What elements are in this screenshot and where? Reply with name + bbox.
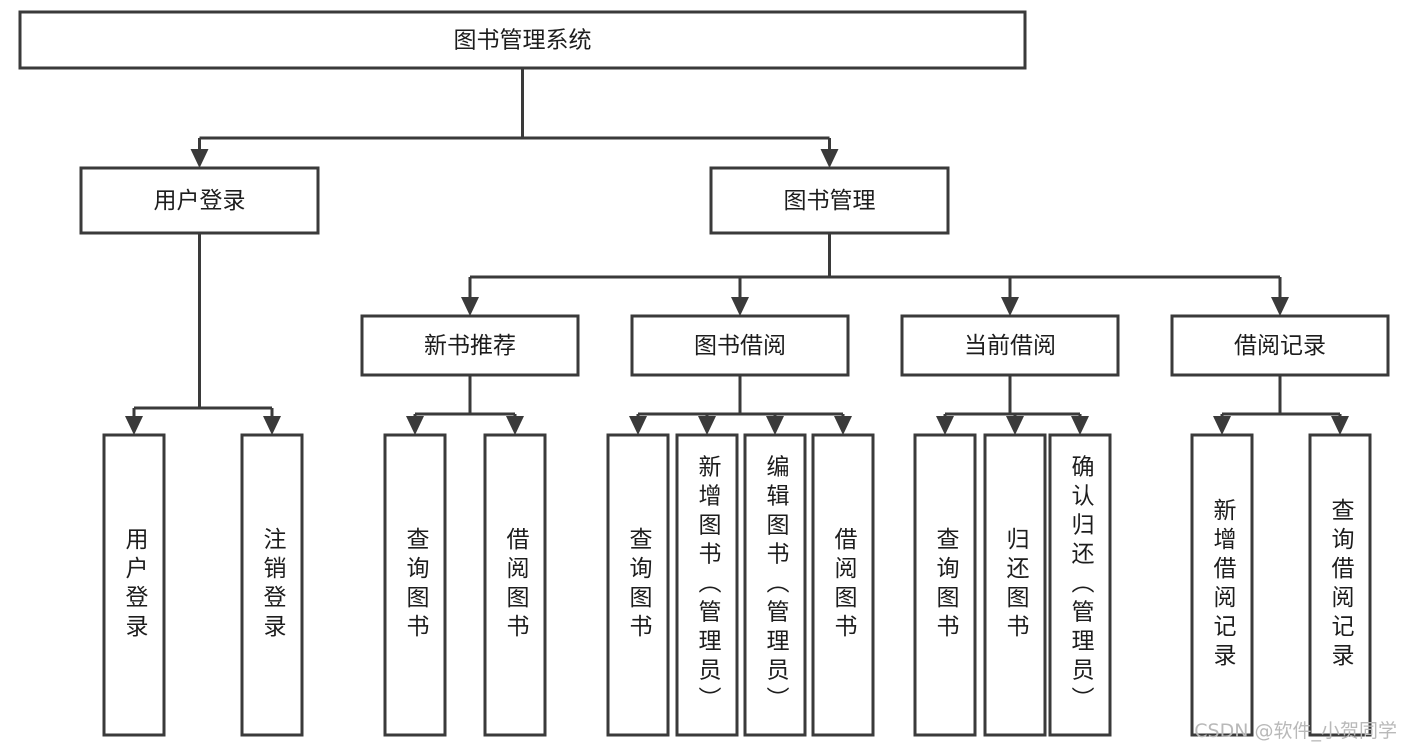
- arrow-head-icon: [1271, 297, 1289, 316]
- node-leaf-query-book-bb-rect: [606, 433, 670, 737]
- arrow-head-icon: [1006, 416, 1024, 435]
- node-leaf-add-record[interactable]: 新增借阅记录: [1190, 433, 1254, 737]
- node-leaf-borrow-book-nr-label: 借阅图书: [502, 527, 530, 643]
- node-leaf-query-book-nr-label: 查询图书: [402, 527, 430, 643]
- arrow-head-icon: [406, 416, 424, 435]
- arrow-head-icon: [190, 149, 209, 168]
- node-root-root-label: 图书管理系统: [454, 28, 592, 54]
- node-leaf-add-book[interactable]: 新增图书（管理员）: [675, 433, 739, 737]
- arrow-head-icon: [1213, 416, 1231, 435]
- node-leaf-edit-book-label: 编辑图书（管理员）: [762, 455, 790, 716]
- node-user-login-rect: [79, 166, 320, 235]
- node-leaf-query-book-cb[interactable]: 查询图书: [913, 433, 977, 737]
- node-new-book-recommend-rect: [360, 314, 580, 377]
- arrow-head-icon: [1071, 416, 1089, 435]
- node-book-borrow[interactable]: 图书借阅: [630, 314, 850, 377]
- arrow-head-icon: [629, 416, 647, 435]
- node-leaf-return-book-rect: [983, 433, 1047, 737]
- arrow-head-icon: [1001, 297, 1019, 316]
- node-book-management-rect: [709, 166, 950, 235]
- node-leaf-borrow-book-nr-rect: [483, 433, 547, 737]
- node-leaf-return-book[interactable]: 归还图书: [983, 433, 1047, 737]
- node-book-borrow-label: 图书借阅: [694, 333, 786, 359]
- arrow-head-icon: [263, 416, 281, 435]
- node-leaf-query-book-cb-label: 查询图书: [932, 527, 960, 643]
- node-leaf-borrow-book-bb[interactable]: 借阅图书: [811, 433, 875, 737]
- arrow-head-icon: [766, 416, 784, 435]
- node-leaf-borrow-book-bb-label: 借阅图书: [830, 527, 858, 643]
- arrow-head-icon: [731, 297, 749, 316]
- arrow-head-icon: [820, 149, 839, 168]
- node-leaf-edit-book[interactable]: 编辑图书（管理员）: [743, 433, 807, 737]
- arrow-head-icon: [125, 416, 143, 435]
- arrow-head-icon: [506, 416, 524, 435]
- node-user-login[interactable]: 用户登录: [79, 166, 320, 235]
- arrow-head-icon: [834, 416, 852, 435]
- node-leaf-logout-rect: [240, 433, 304, 737]
- node-leaf-query-book-nr-rect: [383, 433, 447, 737]
- arrow-head-icon: [936, 416, 954, 435]
- node-borrow-records[interactable]: 借阅记录: [1170, 314, 1390, 377]
- node-group: 图书管理系统用户登录图书管理新书推荐图书借阅当前借阅借阅记录用户登录注销登录查询…: [18, 10, 1390, 737]
- node-book-borrow-rect: [630, 314, 850, 377]
- node-book-management-label: 图书管理: [784, 188, 876, 214]
- node-new-book-recommend-label: 新书推荐: [424, 333, 516, 359]
- arrow-head-icon: [698, 416, 716, 435]
- node-leaf-logout-label: 注销登录: [259, 527, 287, 643]
- node-current-borrow[interactable]: 当前借阅: [900, 314, 1120, 377]
- node-leaf-user-login[interactable]: 用户登录: [102, 433, 166, 737]
- node-leaf-borrow-book-nr[interactable]: 借阅图书: [483, 433, 547, 737]
- node-leaf-query-book-bb[interactable]: 查询图书: [606, 433, 670, 737]
- node-current-borrow-label: 当前借阅: [964, 333, 1056, 359]
- arrow-head-icon: [1331, 416, 1349, 435]
- node-leaf-query-record[interactable]: 查询借阅记录: [1308, 433, 1372, 737]
- node-leaf-query-record-rect: [1308, 433, 1372, 737]
- connector-edges: [125, 68, 1349, 435]
- node-leaf-add-record-rect: [1190, 433, 1254, 737]
- node-leaf-query-book-nr[interactable]: 查询图书: [383, 433, 447, 737]
- node-leaf-borrow-book-bb-rect: [811, 433, 875, 737]
- node-borrow-records-rect: [1170, 314, 1390, 377]
- node-leaf-confirm-return-rect: [1048, 433, 1112, 737]
- node-leaf-user-login-label: 用户登录: [121, 527, 149, 643]
- node-leaf-add-record-label: 新增借阅记录: [1209, 498, 1237, 672]
- node-root-root[interactable]: 图书管理系统: [18, 10, 1027, 70]
- node-borrow-records-label: 借阅记录: [1234, 333, 1326, 359]
- node-leaf-confirm-return-label: 确认归还（管理员）: [1067, 455, 1095, 716]
- node-leaf-add-book-rect: [675, 433, 739, 737]
- node-leaf-query-record-label: 查询借阅记录: [1327, 498, 1355, 672]
- node-leaf-logout[interactable]: 注销登录: [240, 433, 304, 737]
- node-user-login-label: 用户登录: [154, 188, 246, 214]
- node-leaf-return-book-label: 归还图书: [1002, 527, 1030, 643]
- node-leaf-query-book-cb-rect: [913, 433, 977, 737]
- node-leaf-query-book-bb-label: 查询图书: [625, 527, 653, 643]
- node-current-borrow-rect: [900, 314, 1120, 377]
- node-book-management[interactable]: 图书管理: [709, 166, 950, 235]
- node-leaf-add-book-label: 新增图书（管理员）: [694, 455, 722, 716]
- node-leaf-user-login-rect: [102, 433, 166, 737]
- node-leaf-edit-book-rect: [743, 433, 807, 737]
- node-leaf-confirm-return[interactable]: 确认归还（管理员）: [1048, 433, 1112, 737]
- arrow-head-icon: [461, 297, 479, 316]
- node-root-root-rect: [18, 10, 1027, 70]
- node-new-book-recommend[interactable]: 新书推荐: [360, 314, 580, 377]
